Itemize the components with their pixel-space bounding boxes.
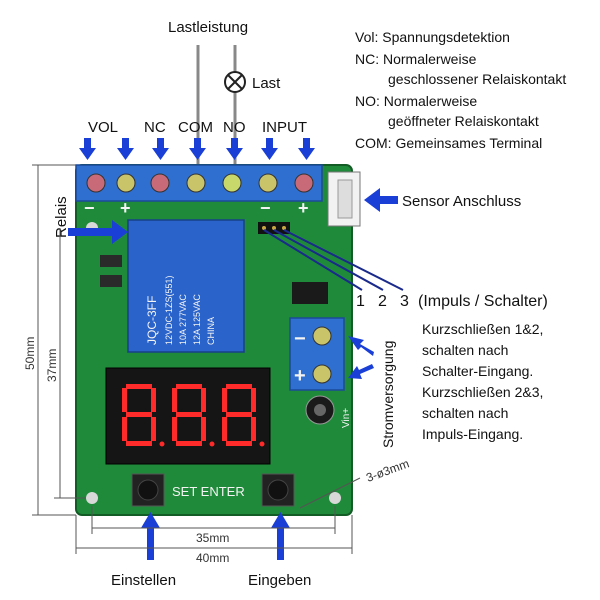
legend-nc-1: NC: Normalerweise bbox=[355, 51, 477, 67]
power-plus: + bbox=[294, 365, 306, 387]
dim-height-outer: 50mm bbox=[23, 337, 37, 370]
power-minus: − bbox=[294, 328, 306, 350]
dimension-lines bbox=[32, 164, 361, 554]
relay bbox=[127, 219, 245, 353]
dim-holes: 3-ø3mm bbox=[364, 456, 411, 484]
note-line-3: Schalter-Eingang. bbox=[422, 363, 533, 379]
legend-com: COM: Gemeinsames Terminal bbox=[355, 135, 542, 151]
relay-arrow-icon bbox=[68, 220, 128, 244]
power-label: Stromversorgung bbox=[380, 341, 396, 448]
arrow-no-icon bbox=[226, 138, 243, 160]
jumper-mode: (Impuls / Schalter) bbox=[418, 293, 548, 310]
silk-set-enter: SET ENTER bbox=[172, 484, 245, 499]
arrow-nc-icon bbox=[152, 138, 169, 160]
vin-label: Vin+ bbox=[341, 408, 352, 428]
terminal-label-nc: NC bbox=[144, 119, 166, 136]
power-arrow-top-icon bbox=[348, 336, 374, 356]
sensor-arrow-icon bbox=[364, 188, 398, 212]
load-label: Last bbox=[252, 75, 281, 92]
relay-line2: 10A 277VAC bbox=[178, 294, 188, 345]
note-line-2: schalten nach bbox=[422, 342, 508, 358]
note-line-1: Kurzschließen 1&2, bbox=[422, 321, 543, 337]
note-line-5: schalten nach bbox=[422, 405, 508, 421]
mount-hole-bottom-right bbox=[329, 492, 341, 504]
set-arrow-icon bbox=[141, 512, 160, 560]
legend-no-1: NO: Normalerweise bbox=[355, 93, 477, 109]
arrow-vol-minus-icon bbox=[79, 138, 96, 160]
dim-height-inner: 37mm bbox=[45, 349, 59, 382]
arrow-vol-plus-icon bbox=[117, 138, 134, 160]
power-arrow-bottom-icon bbox=[348, 364, 374, 379]
terminal-label-no: NO bbox=[223, 119, 246, 136]
relay-line4: CHINA bbox=[206, 317, 216, 345]
dim-width-outer: 40mm bbox=[196, 551, 229, 565]
jumper-pin-3: 3 bbox=[400, 293, 409, 310]
silk-vol-plus: + bbox=[120, 198, 131, 218]
jumper-pin-1: 1 bbox=[356, 293, 365, 310]
relay-line3: 12A 125VAC bbox=[192, 294, 202, 345]
terminal-label-com: COM bbox=[178, 119, 213, 136]
legend-vol: Vol: Spannungsdetektion bbox=[355, 29, 510, 45]
jumper-lines bbox=[263, 229, 404, 291]
silk-vol-minus: − bbox=[84, 198, 95, 218]
terminal-label-vol: VOL bbox=[88, 119, 118, 136]
sensor-label: Sensor Anschluss bbox=[402, 193, 521, 210]
set-label: Einstellen bbox=[111, 572, 176, 589]
enter-arrow-icon bbox=[271, 512, 290, 560]
dim-width-inner: 35mm bbox=[196, 531, 229, 545]
relay-line1: 12VDC-1ZS(551) bbox=[164, 275, 174, 345]
enter-label: Eingeben bbox=[248, 572, 311, 589]
silk-input-plus: + bbox=[298, 198, 309, 218]
relay-label: Relais bbox=[53, 196, 70, 238]
terminal-screws bbox=[86, 173, 314, 193]
legend-no-2: geöffneter Relaiskontakt bbox=[388, 113, 539, 129]
silk-input-minus: − bbox=[260, 198, 271, 218]
note-line-4: Kurzschließen 2&3, bbox=[422, 384, 543, 400]
jumper-pin-2: 2 bbox=[378, 293, 387, 310]
display-digits bbox=[122, 384, 265, 447]
mount-hole-bottom-left bbox=[86, 492, 98, 504]
load-power-label: Lastleistung bbox=[168, 19, 248, 36]
arrow-input-plus-icon bbox=[298, 138, 315, 160]
lamp-icon bbox=[224, 71, 246, 93]
relay-model: JQC-3FF bbox=[145, 296, 159, 345]
legend-nc-2: geschlossener Relaiskontakt bbox=[388, 71, 566, 87]
arrow-input-minus-icon bbox=[261, 138, 278, 160]
note-line-6: Impuls-Eingang. bbox=[422, 426, 523, 442]
chip bbox=[292, 282, 328, 304]
terminal-label-input: INPUT bbox=[262, 119, 307, 136]
terminal-arrows bbox=[79, 138, 315, 160]
arrow-com-icon bbox=[189, 138, 206, 160]
